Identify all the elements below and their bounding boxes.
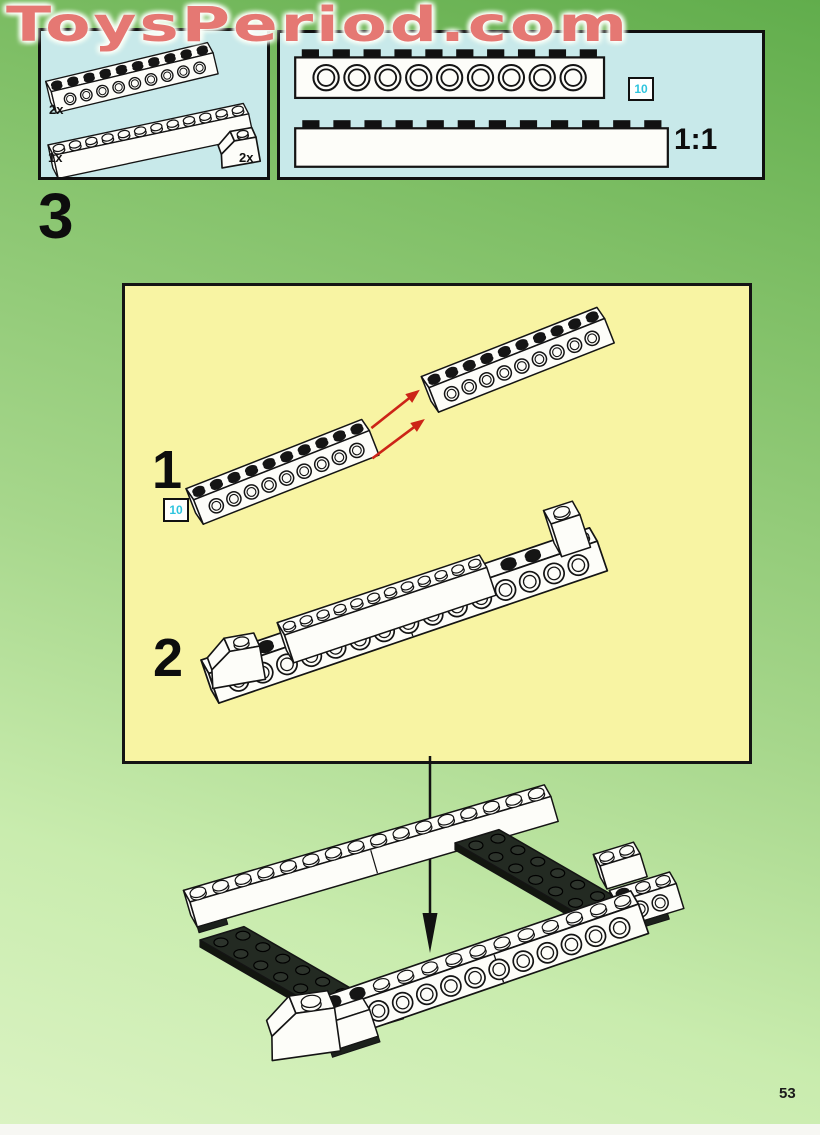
back-rail-brick [182, 784, 559, 934]
substep-panel: 1 10 2 [122, 283, 752, 764]
parts-callout-box: 2x 1x 2x [38, 28, 270, 180]
slope-brick [206, 632, 267, 690]
technic-brick-a [185, 418, 380, 525]
scale-ratio-label: 1:1 [674, 123, 718, 156]
scale-1to1-illustration [294, 49, 669, 168]
watermark: ToysPeriod.com [6, 0, 630, 53]
substep-illustration [185, 306, 615, 704]
technic-brick-b [420, 306, 615, 413]
technic-brick-1x10 [44, 41, 219, 114]
length-badge: 10 [628, 77, 654, 101]
substep-2-label: 2 [153, 628, 184, 688]
brick-1x1-standing [542, 500, 592, 558]
qty-slope-brick: 2x [239, 150, 254, 165]
scan-edge-strip [0, 1124, 820, 1135]
corner-brick-1x2 [592, 841, 648, 890]
chassis-assembly-illustration [182, 784, 685, 1062]
qty-technic-brick: 2x [49, 102, 64, 117]
qty-long-brick: 1x [48, 150, 63, 165]
slope-brick [217, 126, 262, 169]
brick-side-view [294, 120, 669, 168]
technic-brick-side-view [294, 49, 606, 100]
front-technic-rail [316, 890, 650, 1043]
brick-1x12 [47, 102, 255, 177]
page-number: 53 [779, 1085, 796, 1102]
slope-brick [265, 989, 342, 1062]
substep-1-length-badge: 10 [163, 498, 189, 522]
brick-1x12-on-rail [276, 554, 497, 664]
transfer-arrow-icon [371, 418, 425, 460]
step-number: 3 [38, 180, 74, 252]
transfer-arrow-icon [370, 389, 420, 430]
parts-illustration [44, 41, 262, 177]
substep-1-label: 1 [152, 440, 183, 500]
scale-1to1-box: 10 1:1 [277, 30, 765, 180]
